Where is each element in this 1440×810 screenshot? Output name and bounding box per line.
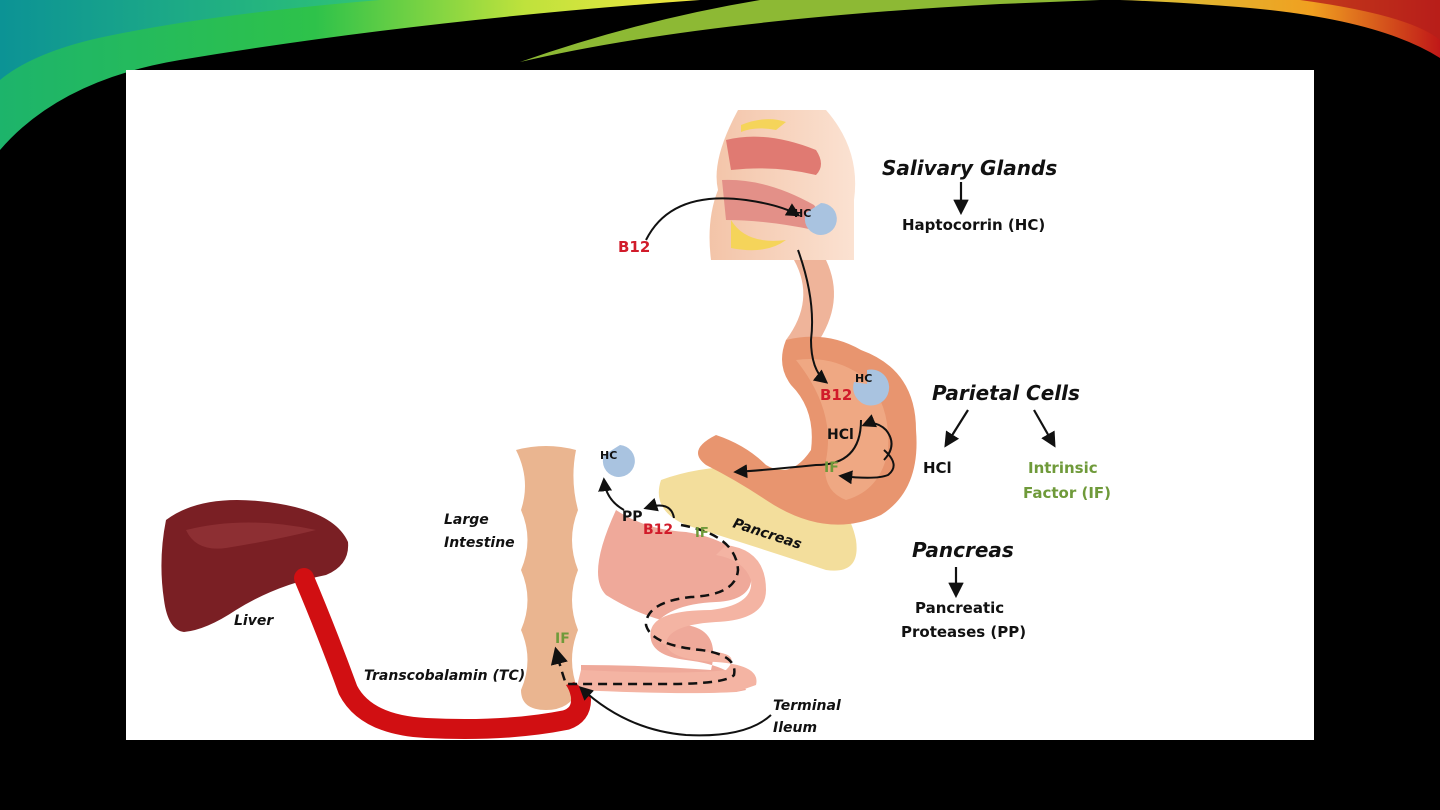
b12-duodenum-label: B12 xyxy=(643,522,673,538)
arrow-parietal-hcl xyxy=(944,409,969,448)
if-stomach-label: IF xyxy=(824,460,839,476)
pancreatic-proteases-label-2: Proteases (PP) xyxy=(901,623,1026,641)
if-ileum-label: IF xyxy=(555,631,570,647)
pp-duodenum-label: PP xyxy=(622,509,643,525)
banner-stripe-green xyxy=(0,0,700,150)
arrow-dashed-if-path xyxy=(550,523,740,686)
banner-stripe-teal xyxy=(0,0,380,80)
intrinsic-factor-label-1: Intrinsic xyxy=(1028,459,1098,477)
transcobalamin-vessel xyxy=(294,568,591,739)
salivary-glands-header: Salivary Glands xyxy=(882,156,1057,180)
small-intestine xyxy=(581,510,752,692)
intrinsic-factor-label-2: Factor (IF) xyxy=(1023,484,1111,502)
liver-shading xyxy=(186,522,316,549)
large-intestine-label-1: Large xyxy=(444,512,489,528)
large-intestine-label-2: Intestine xyxy=(444,535,515,551)
terminal-ileum-label-2: Ileum xyxy=(773,720,817,736)
hcl-stomach-label: HCl xyxy=(827,427,854,443)
hc-free-label: HC xyxy=(600,449,617,462)
large-intestine xyxy=(516,446,578,710)
head-cross-section xyxy=(709,110,856,260)
b12-mouth-label: B12 xyxy=(618,238,650,256)
arrow-to-hc-free xyxy=(598,477,625,511)
if-duodenum-label: IF xyxy=(695,526,709,541)
arrow-stomach-to-duodenum xyxy=(733,419,862,479)
terminal-ileum-label-1: Terminal xyxy=(773,698,841,714)
small-intestine-loop xyxy=(576,545,766,694)
liver-label: Liver xyxy=(234,613,274,629)
arrow-mouth-to-stomach xyxy=(797,249,829,384)
arrow-to-if xyxy=(838,449,895,485)
pancreatic-proteases-label-1: Pancreatic xyxy=(915,599,1004,617)
arrow-parietal-if xyxy=(1033,409,1056,448)
banner-stripe-warm xyxy=(1120,0,1440,58)
arrow-to-hcl xyxy=(861,414,893,461)
arrow-b12-to-hc-mouth xyxy=(645,197,801,241)
hc-stomach-label: HC xyxy=(855,372,872,385)
hc-stomach-shape xyxy=(853,369,890,406)
arrow-terminal-ileum xyxy=(578,686,772,737)
b12-absorption-diagram: Salivary Glands Haptocorrin (HC) Parieta… xyxy=(161,110,1111,739)
banner-stripe-red xyxy=(1300,0,1440,40)
hc-mouth-shape xyxy=(804,203,837,235)
hc-mouth-label: HC xyxy=(794,207,811,220)
banner-stripe-lime xyxy=(520,0,1100,62)
pancreas-header: Pancreas xyxy=(912,538,1014,562)
hcl-product-label: HCl xyxy=(923,459,952,477)
haptocorrin-label: Haptocorrin (HC) xyxy=(902,216,1045,234)
parietal-cells-header: Parietal Cells xyxy=(932,381,1080,405)
transcobalamin-label: Transcobalamin (TC) xyxy=(364,668,525,684)
hc-free-shape xyxy=(602,445,635,477)
arrow-pp xyxy=(643,497,675,519)
b12-stomach-label: B12 xyxy=(820,386,852,404)
diagram-panel: Salivary Glands Haptocorrin (HC) Parieta… xyxy=(126,70,1314,740)
top-banner xyxy=(0,0,1440,150)
